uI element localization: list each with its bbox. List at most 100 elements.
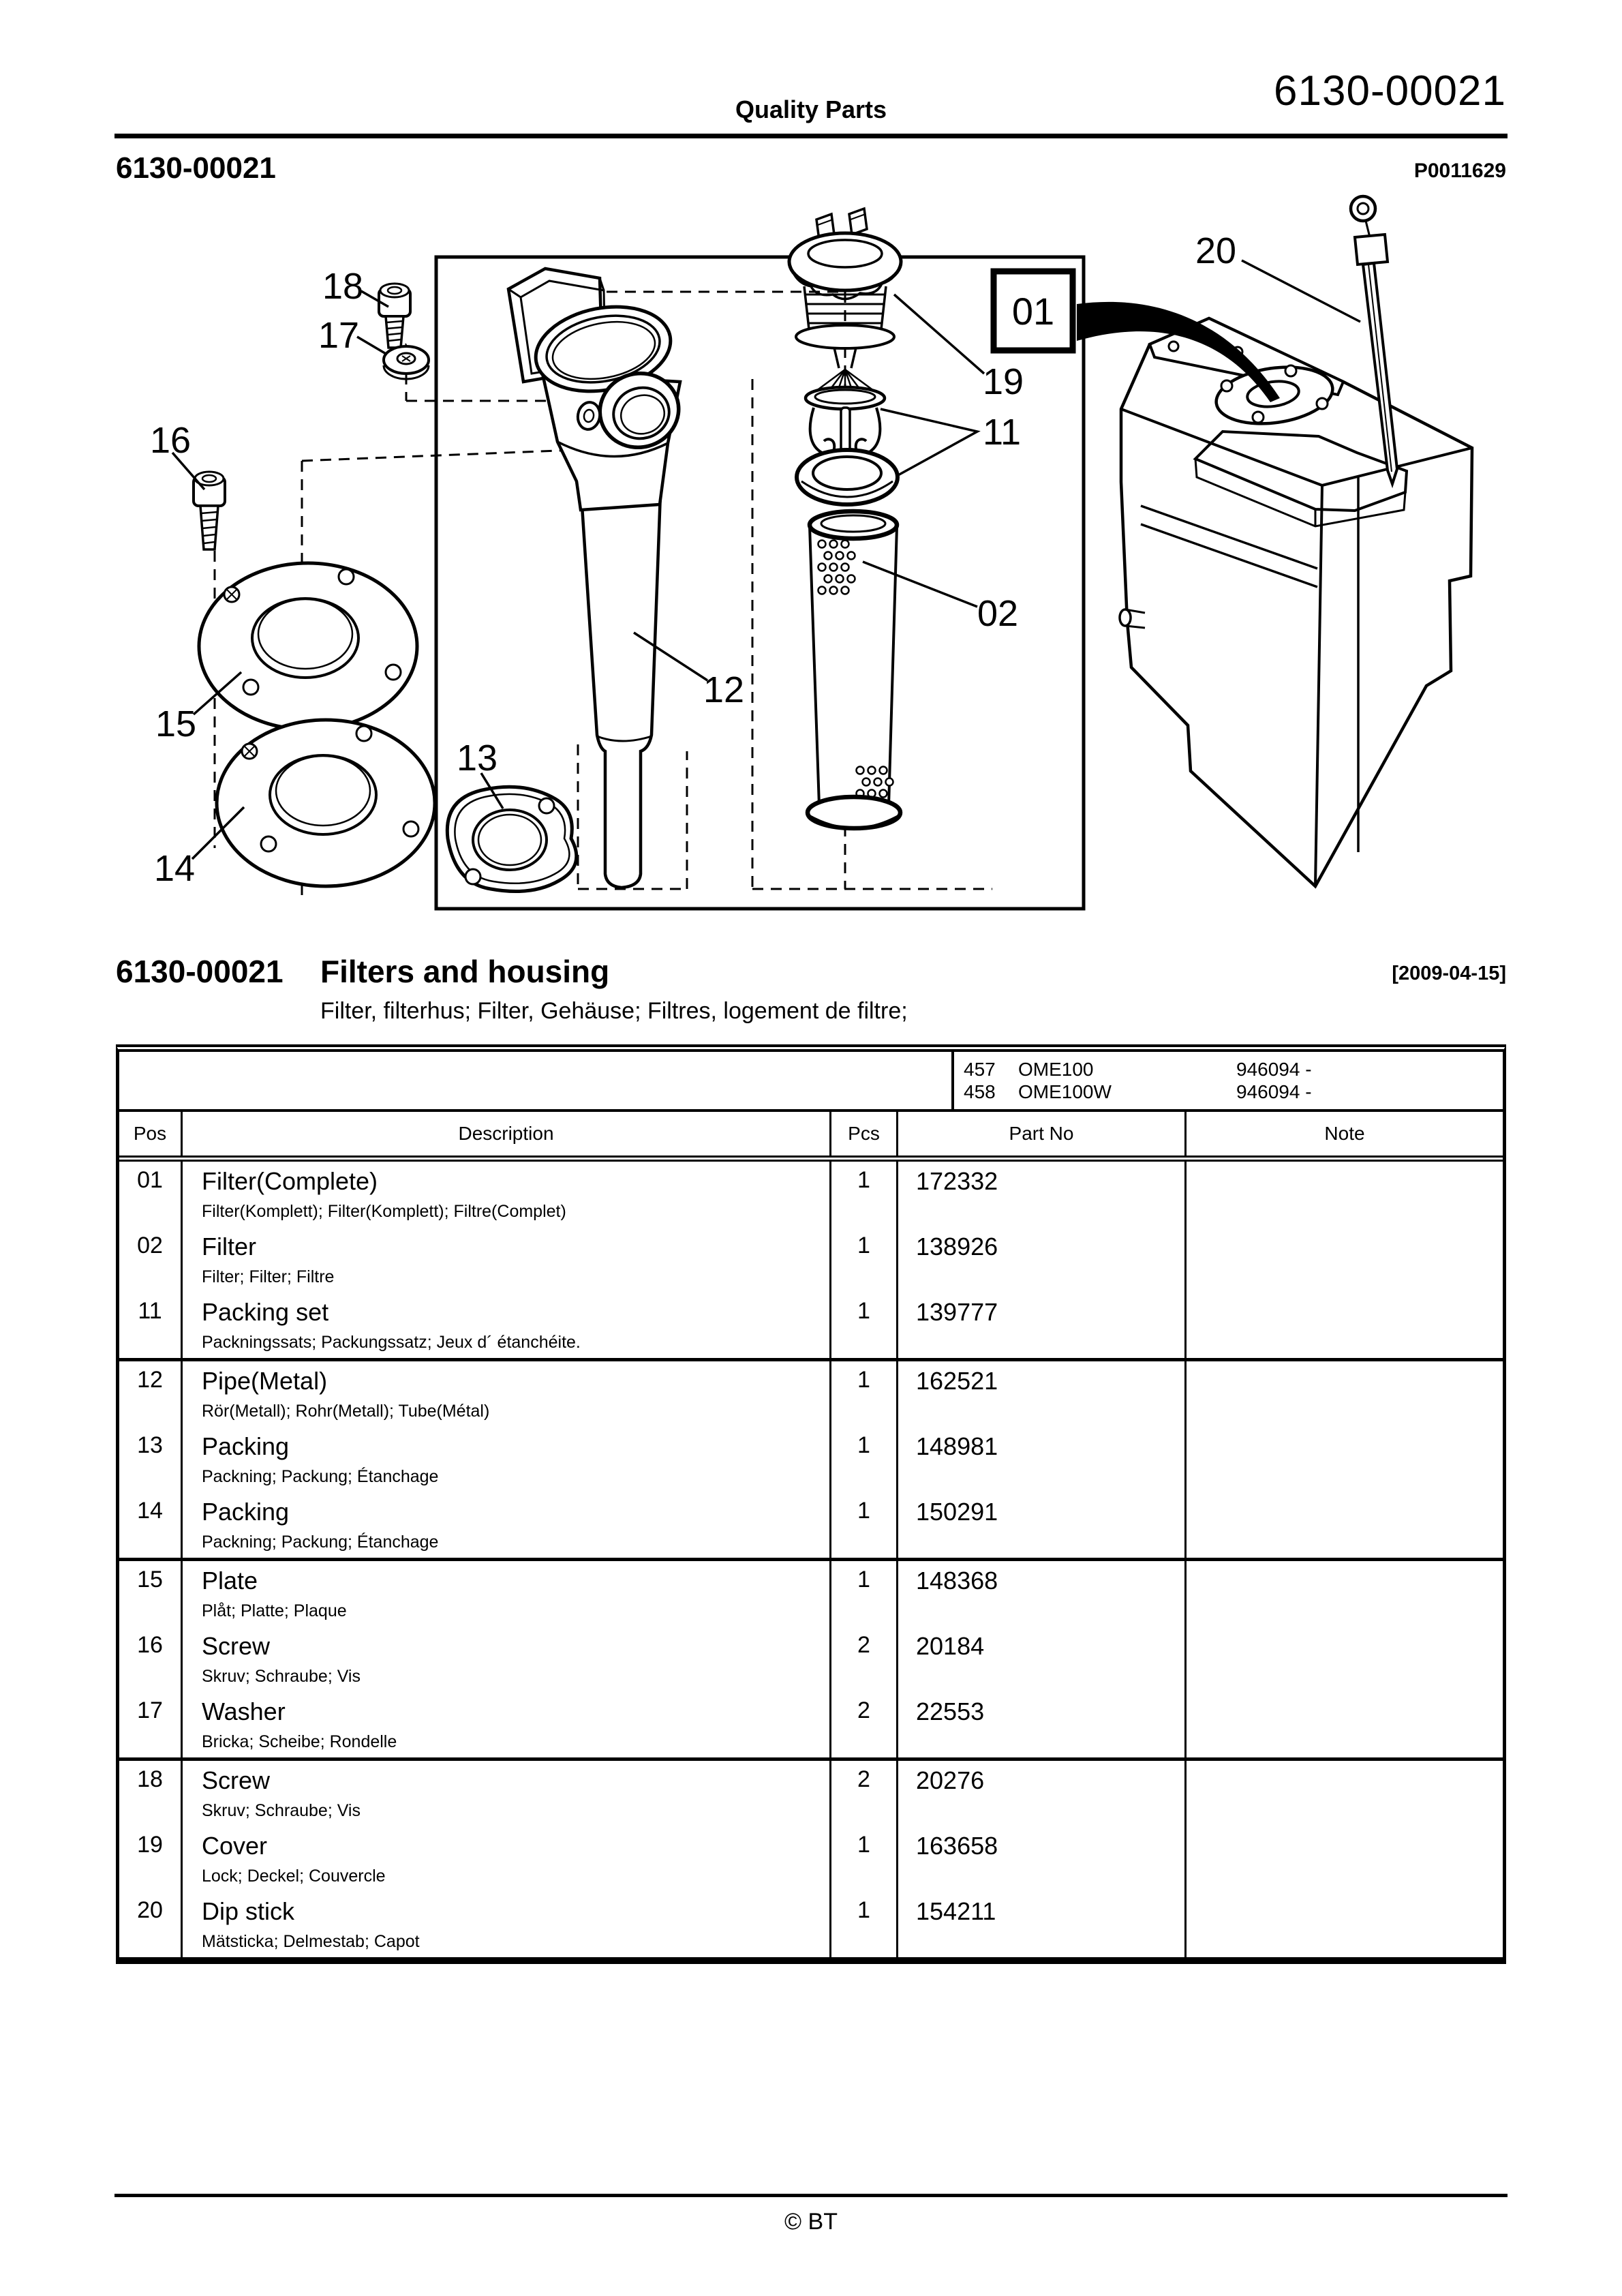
section-date: [2009-04-15] [1392, 963, 1506, 984]
cell-description: Packing Packning; Packung; Étanchage [181, 1492, 829, 1558]
table-row: 11 Packing set Packningssats; Packungssa… [119, 1293, 1503, 1361]
cell-description: Filter(Complete) Filter(Komplett); Filte… [181, 1162, 829, 1227]
cell-part-no: 162521 [896, 1361, 1184, 1427]
cell-pos: 15 [137, 1567, 163, 1592]
table-row: 15 Plate Plåt; Platte; Plaque 1 148368 [119, 1561, 1503, 1627]
part-description: Pipe(Metal) [202, 1367, 328, 1395]
table-row: 16 Screw Skruv; Schraube; Vis 2 20184 [119, 1627, 1503, 1692]
screw-18-drawing [378, 282, 412, 352]
cell-pcs: 1 [829, 1293, 896, 1358]
callout-16: 16 [150, 420, 191, 461]
callout-18: 18 [322, 266, 363, 307]
part-description-i18n: Bricka; Scheibe; Rondelle [202, 1732, 397, 1751]
cell-pcs: 1 [829, 1361, 896, 1427]
cell-pcs: 1 [829, 1227, 896, 1293]
col-header-part-no: Part No [896, 1112, 1184, 1155]
dip-stick-20-drawing [1349, 194, 1399, 489]
cell-part-no: 154211 [896, 1892, 1184, 1957]
cell-part-no: 148981 [896, 1427, 1184, 1492]
part-description: Screw [202, 1766, 271, 1794]
col-header-pos: Pos [133, 1123, 167, 1144]
diagram-frame [434, 255, 1086, 911]
part-description-i18n: Packning; Packung; Étanchage [202, 1532, 439, 1552]
part-description: Filter(Complete) [202, 1167, 378, 1195]
hose-drawing [1077, 301, 1280, 402]
cell-description: Packing Packning; Packung; Étanchage [181, 1427, 829, 1492]
cell-description: Filter Filter; Filter; Filtre [181, 1227, 829, 1293]
cell-pos: 17 [137, 1697, 163, 1723]
table-body: 01 Filter(Complete) Filter(Komplett); Fi… [119, 1162, 1503, 1957]
ref-01-box: 01 [990, 268, 1076, 354]
cell-description: Packing set Packningssats; Packungssatz;… [181, 1293, 829, 1358]
callout-11: 11 [983, 412, 1021, 453]
cell-note [1184, 1427, 1503, 1492]
cell-pos: 13 [137, 1432, 163, 1458]
footer-copyright: © BT [784, 2209, 838, 2235]
table-row: 12 Pipe(Metal) Rör(Metall); Rohr(Metall)… [119, 1361, 1503, 1427]
header-rule [114, 134, 1508, 138]
cell-description: Dip stick Mätsticka; Delmestab; Capot [181, 1892, 829, 1957]
part-description: Plate [202, 1567, 258, 1595]
callout-15: 15 [155, 704, 196, 744]
table-row: 01 Filter(Complete) Filter(Komplett); Fi… [119, 1162, 1503, 1227]
part-description: Screw [202, 1632, 271, 1660]
part-description: Packing [202, 1432, 290, 1460]
part-description-i18n: Skruv; Schraube; Vis [202, 1667, 361, 1686]
packing-13-drawing [445, 785, 579, 894]
tank-drawing [1118, 316, 1474, 889]
cell-pos: 01 [137, 1167, 163, 1193]
cell-pos: 16 [137, 1632, 163, 1658]
part-description-i18n: Skruv; Schraube; Vis [202, 1801, 361, 1820]
part-description: Washer [202, 1697, 286, 1725]
cell-description: Washer Bricka; Scheibe; Rondelle [181, 1692, 829, 1757]
cell-pcs: 2 [829, 1627, 896, 1692]
cover-19-drawing [787, 207, 903, 458]
col-header-description: Description [181, 1112, 829, 1155]
table-row: 02 Filter Filter; Filter; Filtre 1 13892… [119, 1227, 1503, 1293]
cell-pcs: 1 [829, 1162, 896, 1227]
cell-note [1184, 1627, 1503, 1692]
part-description-i18n: Filter(Komplett); Filter(Komplett); Filt… [202, 1202, 566, 1221]
part-description: Cover [202, 1832, 268, 1860]
callout-20: 20 [1195, 230, 1236, 271]
cell-pcs: 1 [829, 1492, 896, 1558]
cell-pcs: 1 [829, 1427, 896, 1492]
washer-17-drawing [382, 345, 430, 380]
cell-pcs: 2 [829, 1692, 896, 1757]
footer-rule [114, 2194, 1508, 2197]
table-column-headers: Pos Description Pcs Part No Note [119, 1112, 1503, 1162]
filter-02-drawing [805, 509, 903, 831]
cell-description: Plate Plåt; Platte; Plaque [181, 1561, 829, 1627]
cell-part-no: 20276 [896, 1761, 1184, 1826]
cell-pcs: 1 [829, 1826, 896, 1892]
cell-pos: 12 [137, 1367, 163, 1393]
cell-part-no: 163658 [896, 1826, 1184, 1892]
table-row: 18 Screw Skruv; Schraube; Vis 2 20276 [119, 1761, 1503, 1826]
cell-note [1184, 1761, 1503, 1826]
cell-part-no: 139777 [896, 1293, 1184, 1358]
part-description: Packing [202, 1498, 290, 1526]
part-description-i18n: Rör(Metall); Rohr(Metall); Tube(Métal) [202, 1402, 490, 1421]
cell-note [1184, 1892, 1503, 1957]
screw-16-drawing [192, 470, 226, 551]
cell-note [1184, 1492, 1503, 1558]
pipe-12-drawing [576, 436, 664, 890]
callout-14: 14 [154, 848, 195, 889]
table-row: 13 Packing Packning; Packung; Étanchage … [119, 1427, 1503, 1492]
callout-12: 12 [703, 669, 744, 710]
table-row: 20 Dip stick Mätsticka; Delmestab; Capot… [119, 1892, 1503, 1957]
callout-17: 17 [318, 315, 359, 356]
cell-part-no: 150291 [896, 1492, 1184, 1558]
cell-description: Pipe(Metal) Rör(Metall); Rohr(Metall); T… [181, 1361, 829, 1427]
cell-part-no: 148368 [896, 1561, 1184, 1627]
cell-pcs: 2 [829, 1761, 896, 1826]
cell-description: Screw Skruv; Schraube; Vis [181, 1761, 829, 1826]
cell-pcs: 1 [829, 1561, 896, 1627]
part-description-i18n: Packningssats; Packungssatz; Jeux d´ éta… [202, 1333, 581, 1352]
